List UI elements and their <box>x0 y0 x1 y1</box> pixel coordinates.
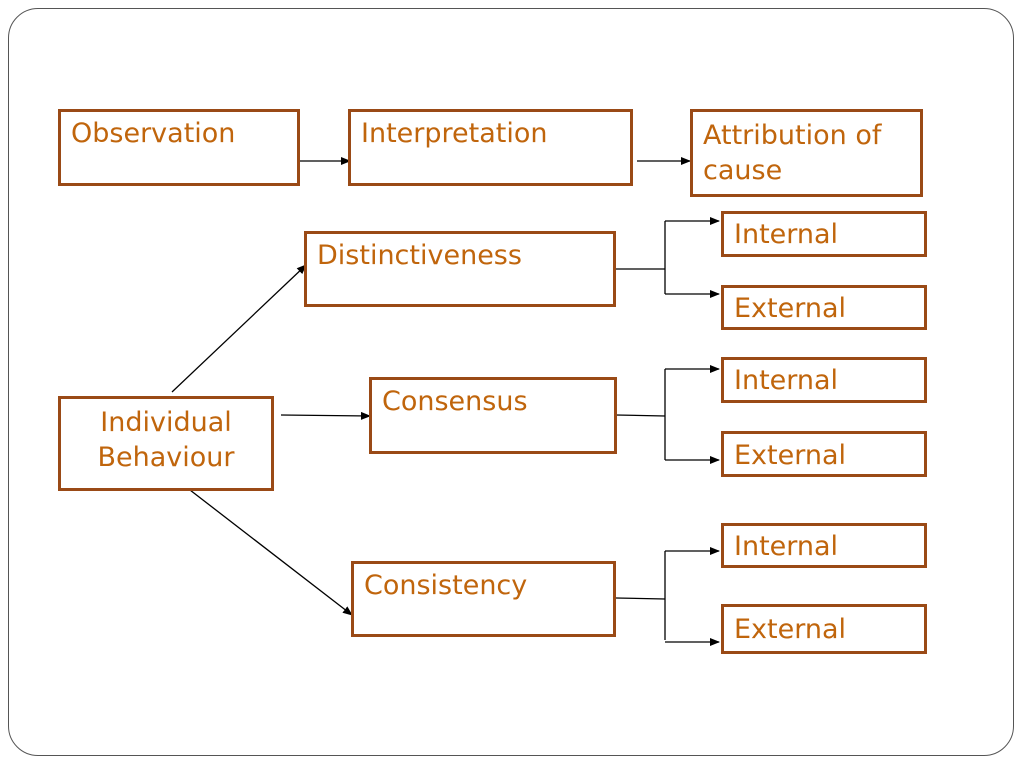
distinctiveness-label: Distinctiveness <box>317 240 522 271</box>
individual-behaviour-box: Individual Behaviour <box>58 396 274 491</box>
distinctiveness-external-label: External <box>734 293 847 324</box>
interpretation-label: Interpretation <box>361 118 548 149</box>
consensus-internal-box: Internal <box>721 357 927 403</box>
distinctiveness-box: Distinctiveness <box>304 231 616 307</box>
distinctiveness-external-box: External <box>721 285 927 330</box>
consensus-external-label: External <box>734 440 847 471</box>
consensus-label: Consensus <box>382 386 528 417</box>
attribution-box: Attribution of cause <box>690 109 923 197</box>
interpretation-box: Interpretation <box>348 109 633 186</box>
distinctiveness-internal-box: Internal <box>721 211 927 257</box>
consistency-external-label: External <box>734 614 847 645</box>
consistency-internal-label: Internal <box>734 531 839 562</box>
observation-box: Observation <box>58 109 300 186</box>
consistency-internal-box: Internal <box>721 523 927 568</box>
consensus-external-box: External <box>721 431 927 477</box>
consistency-external-box: External <box>721 604 927 654</box>
consensus-box: Consensus <box>369 377 617 454</box>
consensus-internal-label: Internal <box>734 365 839 396</box>
consistency-label: Consistency <box>364 570 528 601</box>
consistency-box: Consistency <box>351 561 616 637</box>
attribution-label: Attribution of cause <box>703 120 882 187</box>
individual-behaviour-label: Individual Behaviour <box>97 407 235 474</box>
observation-label: Observation <box>71 118 236 149</box>
distinctiveness-internal-label: Internal <box>734 219 839 250</box>
